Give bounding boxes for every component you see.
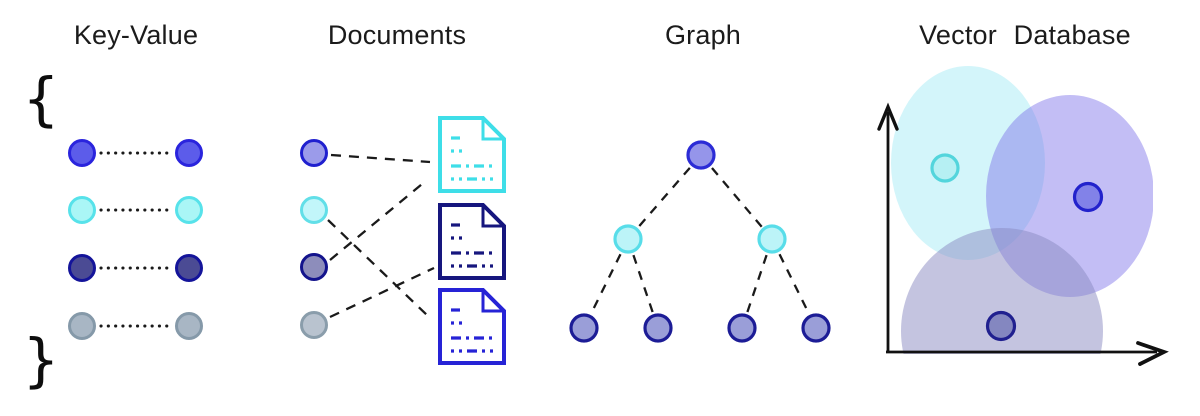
record-circle-record-2 [300, 196, 328, 224]
point-blue [1072, 181, 1104, 213]
document-navy-icon [438, 203, 506, 280]
open-brace: { [22, 65, 60, 133]
graph-diagram [569, 140, 831, 343]
kv-key-circle-pair-3 [68, 254, 96, 282]
kv-value-circle-pair-3 [175, 254, 203, 282]
graph-edge-child-right-leaf-4 [770, 238, 818, 329]
kv-value-circle-pair-4 [175, 312, 203, 340]
documents-diagram [300, 116, 506, 365]
doc-page-outline [438, 203, 506, 280]
y-axis-arrowhead [877, 102, 899, 131]
link-record-3-to-document-cyan [329, 179, 428, 261]
kv-key-circle-pair-1 [68, 139, 96, 167]
doc-fold-crease [481, 205, 504, 228]
section-title-documents: Documents [327, 20, 467, 50]
graph-node-leaf-3 [727, 313, 757, 343]
link-record-1-to-document-cyan [330, 153, 431, 164]
point-cyan [930, 153, 960, 183]
graph-node-child-right [757, 224, 787, 254]
graph-node-root [686, 140, 716, 170]
key-value-diagram [68, 139, 203, 340]
doc-fold-crease [481, 290, 504, 313]
doc-page-outline [438, 116, 506, 193]
graph-node-leaf-2 [643, 313, 673, 343]
below-axis-mask [870, 354, 1200, 416]
point-navy [985, 310, 1017, 342]
kv-value-circle-pair-1 [175, 139, 203, 167]
vector-db-diagram [870, 60, 1200, 416]
kv-value-circle-pair-2 [175, 196, 203, 224]
cluster-right-mask [1153, 60, 1200, 320]
graph-node-child-left [613, 224, 643, 254]
graph-node-leaf-4 [801, 313, 831, 343]
record-circle-record-3 [300, 253, 328, 281]
doc-page-outline [438, 288, 506, 365]
document-cyan-icon [438, 116, 506, 193]
close-brace: } [22, 326, 60, 394]
section-title-key-value: Key-Value [73, 20, 199, 50]
link-record-2-to-document-blue [327, 219, 430, 318]
kv-key-circle-pair-4 [68, 312, 96, 340]
graph-node-leaf-1 [569, 313, 599, 343]
cluster-cyan [891, 66, 1045, 260]
link-record-4-to-document-navy [329, 266, 435, 319]
doc-fold-crease [481, 118, 504, 141]
section-title-vector-database: Vector Database [919, 20, 1131, 50]
graph-edge-root-child-right [700, 154, 773, 240]
graph-edge-child-left-leaf-1 [582, 238, 630, 329]
record-circle-record-4 [300, 311, 328, 339]
x-axis-arrowhead [1136, 341, 1169, 366]
graph-edge-root-child-left [627, 154, 702, 240]
section-title-graph: Graph [664, 20, 742, 50]
kv-key-circle-pair-2 [68, 196, 96, 224]
document-blue-icon [438, 288, 506, 365]
record-circle-record-1 [300, 139, 328, 167]
